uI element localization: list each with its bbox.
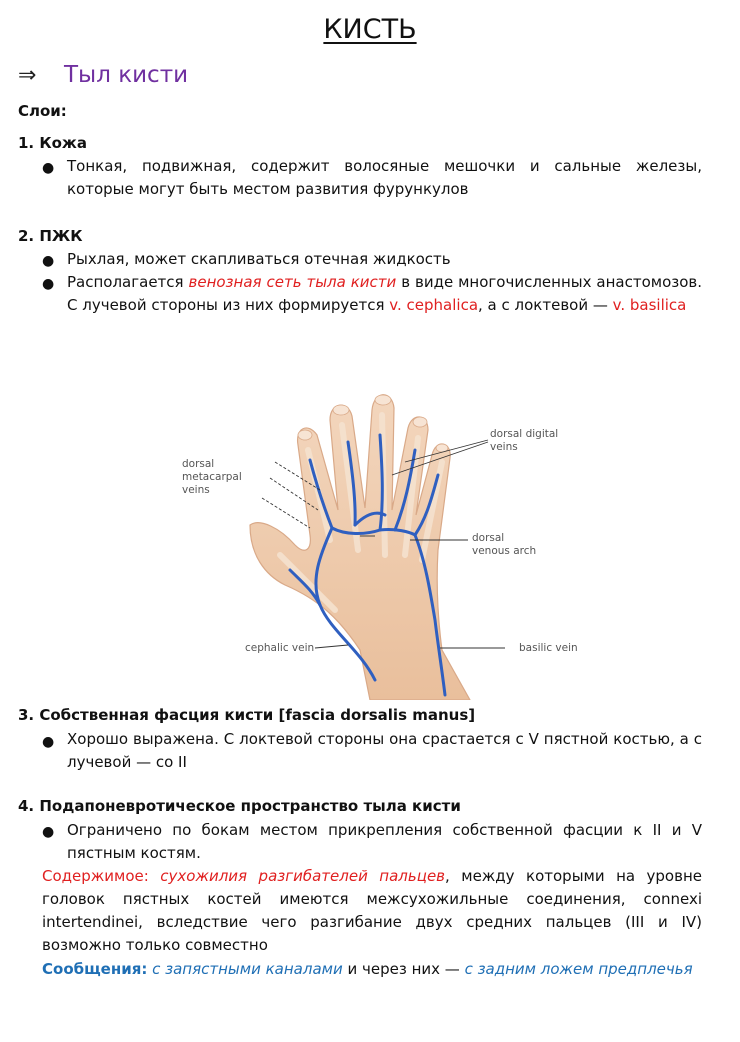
item3-bullet1: Хорошо выражена. С локтевой стороны она … <box>67 730 702 771</box>
bullet-icon: ● <box>42 160 55 176</box>
item4-communications: Сообщения: с запястными каналами и через… <box>42 960 693 978</box>
item1-heading: 1. Кожа <box>18 134 87 152</box>
item2-bullet1: Рыхлая, может скапливаться отечная жидко… <box>67 250 451 268</box>
bullet-icon: ● <box>42 824 55 840</box>
page-title: КИСТЬ <box>323 14 417 45</box>
label-dorsal-venous-arch: dorsal venous arch <box>472 532 537 557</box>
label-dorsal-metacarpal-veins: dorsal metacarpal veins <box>182 458 242 496</box>
layers-label: Слои: <box>18 102 67 120</box>
venous-network-term: венозная сеть тыла кисти <box>188 273 397 291</box>
label-cephalic-vein: cephalic vein <box>245 642 315 654</box>
veins <box>288 433 447 697</box>
contents-term: сухожилия разгибателей пальцев <box>160 867 446 885</box>
item2-heading: 2. ПЖК <box>18 227 83 245</box>
item1-bullet1: Тонкая, подвижная, содержит волосяные ме… <box>67 157 702 198</box>
contents-label: Содержимое: <box>42 867 161 885</box>
arrow-icon: ⇒ <box>18 62 37 88</box>
item4-bullet1: Ограничено по бокам местом прикрепления … <box>67 821 702 862</box>
item3-heading: 3. Собственная фасция кисти [fascia dors… <box>18 706 476 724</box>
section-title: Тыл кисти <box>64 62 189 88</box>
item4-heading: 4. Подапоневротическое пространство тыла… <box>18 797 461 815</box>
hand-veins-figure: dorsal metacarpal veins dorsal digital v… <box>170 350 590 701</box>
section-header: ⇒ Тыл кисти <box>18 62 188 88</box>
bullet-icon: ● <box>42 734 55 750</box>
communications-label: Сообщения: <box>42 960 148 978</box>
item4-contents: Содержимое: сухожилия разгибателей пальц… <box>42 867 702 954</box>
cephalica-term: v. cephalica <box>389 296 479 314</box>
item2-bullet2: Располагается венозная сеть тыла кисти в… <box>67 273 703 314</box>
label-basilic-vein: basilic vein <box>519 642 578 654</box>
label-dorsal-digital-veins: dorsal digital veins <box>490 428 559 453</box>
bullet-icon: ● <box>42 253 55 269</box>
basilica-term: v. basilica <box>612 296 687 314</box>
bullet-icon: ● <box>42 276 55 292</box>
hand-illustration <box>249 394 505 701</box>
